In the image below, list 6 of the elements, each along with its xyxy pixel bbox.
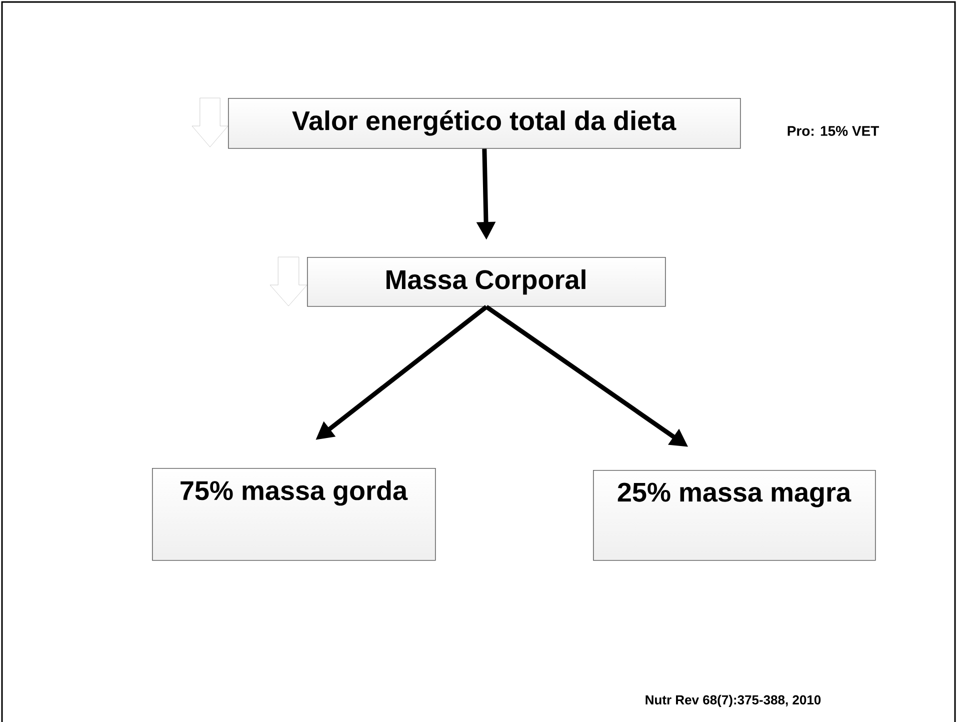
process-box: Massa Corporal — [307, 257, 666, 307]
process-box: Valor energético total da dieta — [228, 98, 741, 149]
process-box: 25% massa magra — [593, 470, 876, 561]
note-text: Pro: 15% VET — [788, 126, 880, 136]
process-box: 75% massa gorda — [152, 468, 436, 561]
note-text: Nutr Rev 68(7):375-388, 2010 — [646, 694, 821, 708]
